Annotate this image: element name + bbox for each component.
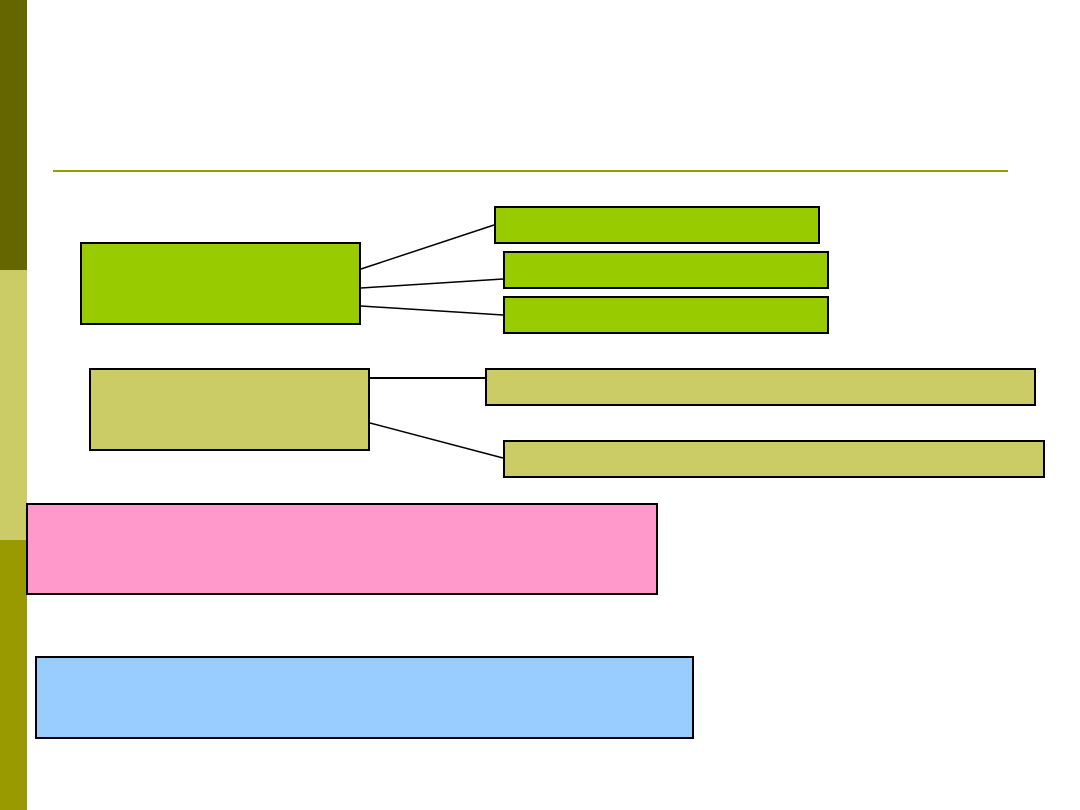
connector-green-2: [360, 278, 504, 289]
blue-note-box: [35, 656, 694, 739]
pink-note-box: [26, 503, 658, 595]
green-sub-box: [494, 206, 820, 244]
side-band-top: [0, 0, 27, 270]
title-underline: [53, 170, 1008, 172]
green-sub-box: [503, 296, 829, 334]
connector-olive-2: [369, 422, 504, 459]
connector-green-3: [360, 305, 504, 316]
side-band-middle: [0, 270, 27, 540]
side-band-bottom: [0, 540, 27, 810]
green-main-box: [80, 242, 361, 325]
olive-sub-box: [503, 440, 1045, 478]
olive-main-box: [89, 368, 370, 451]
slide-title: [60, 60, 1000, 150]
olive-sub-box: [485, 368, 1036, 406]
green-sub-box: [503, 251, 829, 289]
connector-green-1: [360, 224, 495, 270]
